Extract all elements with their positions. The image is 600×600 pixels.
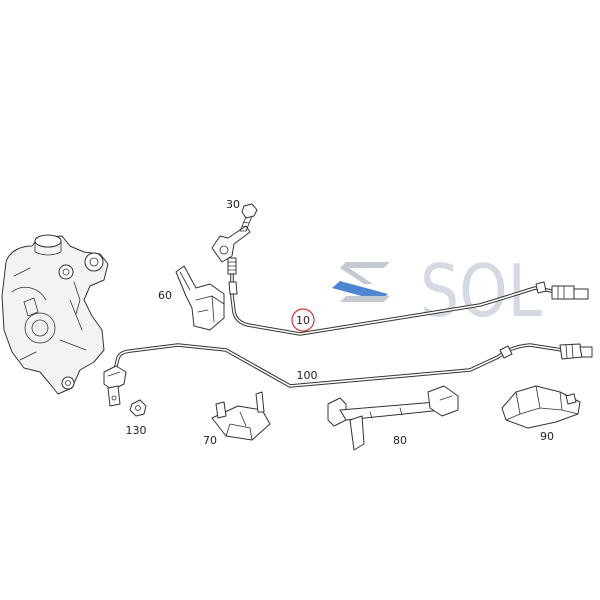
- part-labels: 30 60 10 100 130 70 80 90: [126, 198, 555, 447]
- hub-bore: [24, 312, 56, 344]
- cable-clip-lower: [499, 345, 513, 359]
- cable-grommet: [228, 281, 238, 295]
- wheel-speed-sensor-upper: [211, 225, 251, 275]
- label-90: 90: [540, 430, 554, 443]
- label-10: 10: [296, 314, 310, 327]
- bracket-70: [211, 391, 271, 441]
- caliper-cylinder: [34, 234, 62, 248]
- watermark: SOL: [332, 249, 542, 333]
- bolt-30: [239, 203, 258, 232]
- guide-pin: [58, 264, 74, 280]
- bracket-80: [327, 385, 459, 451]
- label-80: 80: [393, 434, 407, 447]
- label-30: 30: [226, 198, 240, 211]
- bolt-130: [129, 399, 147, 417]
- mounting-eye: [84, 252, 104, 272]
- highlight-circle: [291, 308, 315, 332]
- sensor-cable-100: [103, 343, 593, 407]
- bracket-90: [501, 385, 581, 429]
- lower-eye: [61, 376, 75, 390]
- knuckle-body: [1, 235, 109, 395]
- label-100: 100: [297, 369, 318, 382]
- connector-lower: [559, 343, 593, 360]
- sol-logo-icon: [332, 262, 390, 302]
- connector-upper: [551, 285, 589, 300]
- wheel-speed-sensor-lower: [103, 365, 127, 407]
- label-130: 130: [126, 424, 147, 437]
- cable-clip-upper: [535, 281, 547, 294]
- label-70: 70: [203, 434, 217, 447]
- label-60: 60: [158, 289, 172, 302]
- bracket-60: [175, 265, 225, 331]
- steering-knuckle: [1, 234, 109, 395]
- sensor-cable-10: [211, 225, 589, 336]
